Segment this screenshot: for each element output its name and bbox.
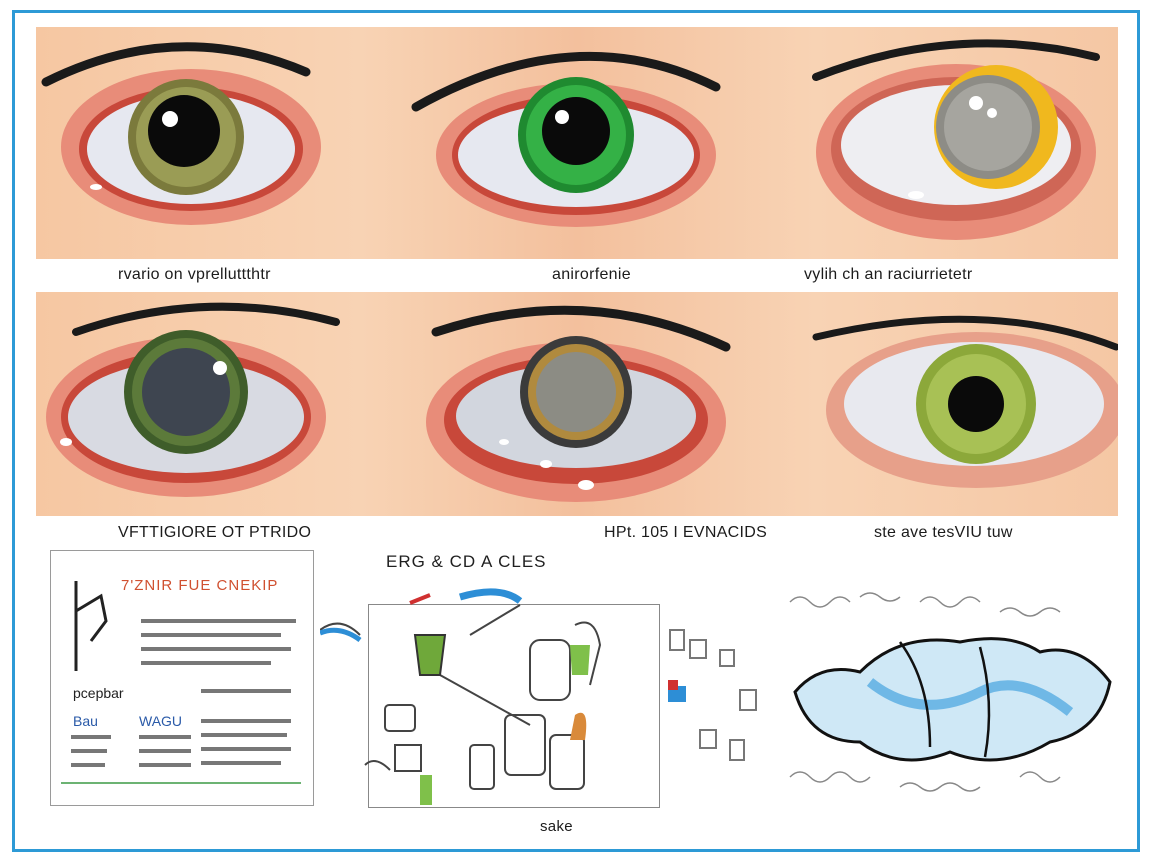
caption: ste ave tesVIU tuw bbox=[874, 524, 1013, 541]
eye-icon bbox=[812, 39, 1100, 240]
caption: anirorfenie bbox=[552, 266, 631, 283]
icon-cluster bbox=[668, 629, 757, 761]
doc-label: pcepbar bbox=[73, 685, 124, 701]
eye-icon bbox=[411, 51, 721, 227]
wave-shape-icon bbox=[789, 592, 1112, 792]
eye-icon bbox=[426, 305, 731, 502]
caption: rvario on vprelluttthtr bbox=[118, 266, 271, 283]
doc-title: 7'ZNIR FUE CNEKIP bbox=[121, 577, 279, 594]
text-scribble-lines bbox=[61, 581, 301, 784]
eye-panel-top bbox=[36, 27, 1118, 259]
caption: VFTTIGIORE OT PTRIDO bbox=[118, 524, 312, 541]
hand-icon bbox=[570, 712, 587, 740]
doc-sub-1: Bau bbox=[73, 713, 98, 729]
process-diagram bbox=[320, 588, 602, 805]
eye-icon bbox=[41, 42, 321, 225]
diagram-heading: ERG & CD A CLES bbox=[386, 552, 547, 571]
document-panel: 7'ZNIR FUE CNEKIP pcepbar Bau WAGU bbox=[50, 550, 314, 806]
eye-icon bbox=[812, 315, 1118, 488]
caption: vylih ch an raciurrietetr bbox=[804, 266, 973, 283]
process-box bbox=[368, 604, 660, 808]
eye-icon bbox=[46, 302, 340, 497]
footer-label: sake bbox=[540, 818, 573, 835]
bottle-icon bbox=[570, 645, 590, 675]
cup-icon bbox=[413, 634, 447, 676]
doc-sub-2: WAGU bbox=[139, 713, 183, 729]
caption: HPt. 105 I EVNACIDS bbox=[604, 524, 768, 541]
eye-panel-bottom bbox=[36, 292, 1118, 516]
